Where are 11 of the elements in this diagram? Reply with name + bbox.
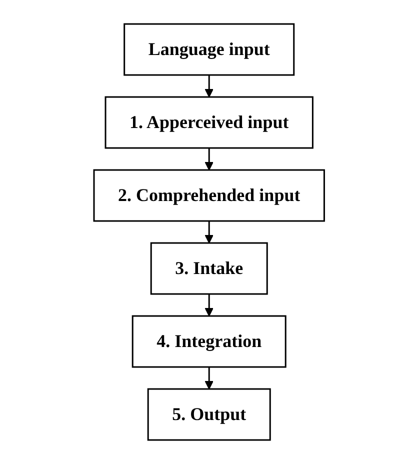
node-box: 5. Output <box>147 388 271 440</box>
arrow <box>204 74 214 97</box>
node-box: 3. Intake <box>150 242 268 294</box>
arrow <box>204 220 214 243</box>
arrow <box>204 366 214 389</box>
node-box: 1. Apperceived input <box>104 96 314 148</box>
node-box: 4. Integration <box>132 314 286 368</box>
arrow <box>204 148 214 170</box>
node-box: 2. Comprehended input <box>93 168 325 222</box>
arrow <box>204 294 214 316</box>
node-box: Language input <box>123 22 295 76</box>
